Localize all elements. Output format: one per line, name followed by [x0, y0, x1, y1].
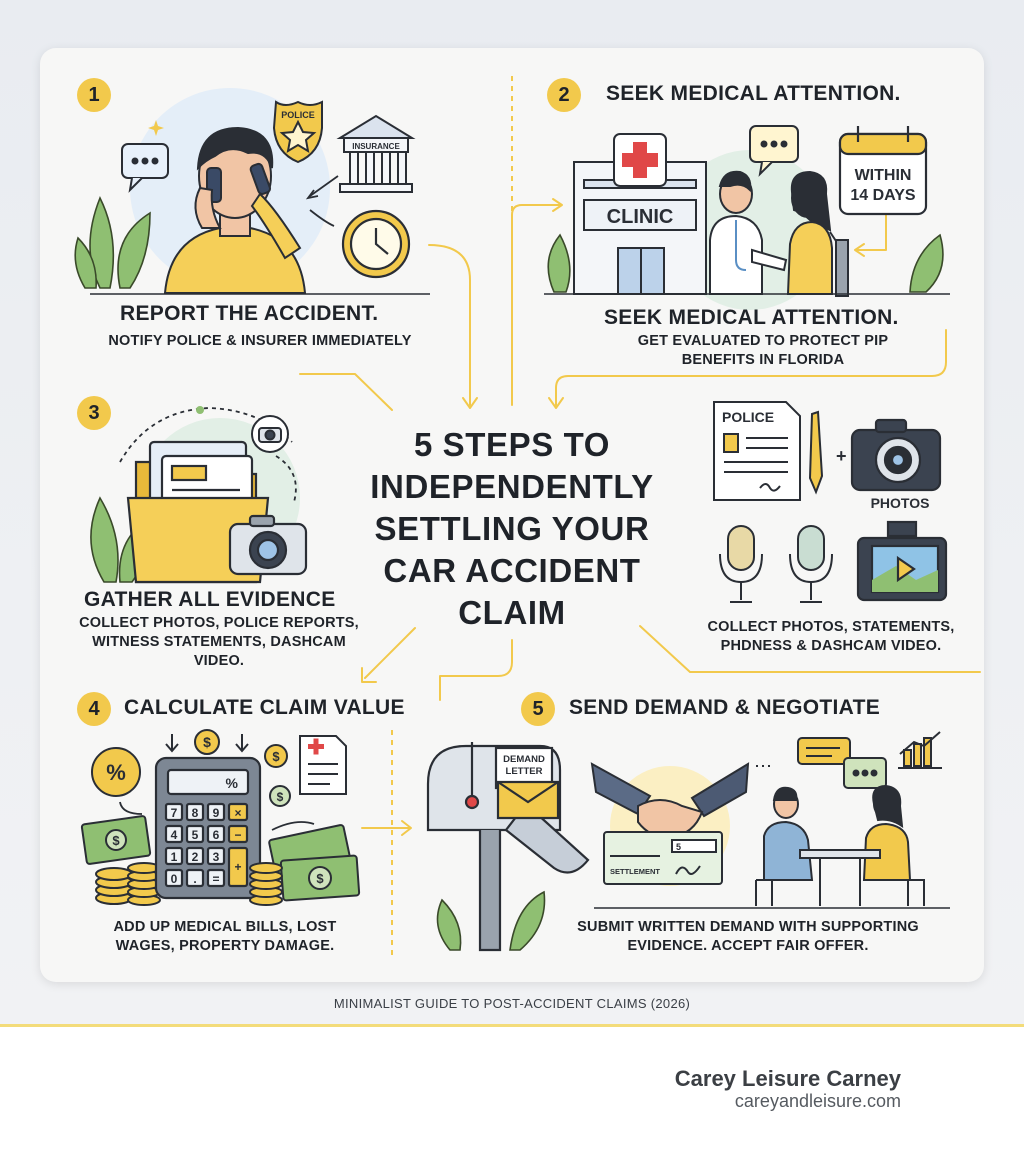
step-1-heading: REPORT THE ACCIDENT. [120, 302, 379, 325]
svg-text:$: $ [277, 790, 284, 804]
svg-text:INSURANCE: INSURANCE [352, 142, 400, 151]
step-5-illustration: DEMAND LETTER 5 SETTLEMENT [426, 731, 950, 952]
brand-name: Carey Leisure Carney [674, 1066, 901, 1091]
camera-icon [251, 415, 289, 453]
step-5-number: 5 [521, 692, 555, 726]
cash-icon: $ [268, 824, 361, 902]
step-4-number: 4 [77, 692, 111, 726]
step-3-number: 3 [77, 396, 111, 430]
speech-bubble-icon [121, 143, 169, 193]
svg-text:6: 6 [213, 828, 220, 842]
svg-text:WITHIN: WITHIN [855, 167, 912, 184]
footer [0, 1027, 1024, 1154]
divider [0, 1024, 1024, 1027]
svg-text:2: 2 [192, 850, 199, 864]
step-2-title: SEEK MEDICAL ATTENTION. [606, 82, 901, 105]
police-report-icon: POLICE [713, 401, 824, 501]
page-title: 5 STEPS TO INDEPENDENTLY SETTLING YOUR C… [370, 426, 654, 631]
step-3-description: COLLECT PHOTOS, POLICE REPORTS, WITNESS … [79, 615, 359, 669]
plant-icon [436, 890, 546, 951]
svg-text:8: 8 [192, 806, 199, 820]
svg-text:.: . [193, 872, 196, 886]
svg-text:POLICE: POLICE [722, 409, 774, 425]
step-1-description: NOTIFY POLICE & INSURER IMMEDIATELY [108, 333, 412, 349]
step-4-heading: CALCULATE CLAIM VALUE [124, 696, 405, 719]
step-2-description: GET EVALUATED TO PROTECT PIP BENEFITS IN… [637, 333, 889, 368]
connector-lines [299, 76, 981, 960]
svg-text:×: × [234, 806, 241, 820]
step-1-number: 1 [77, 78, 111, 112]
dollar-coin-icon: $ $ $ [194, 729, 291, 807]
svg-text:+: + [234, 860, 241, 874]
calendar-icon: WITHIN 14 DAYS [838, 126, 928, 216]
step-4-illustration: % $ $ $ $ % 7 8 9 × 4 5 6 − [80, 729, 361, 906]
svg-text:$: $ [203, 734, 211, 750]
svg-text:LETTER: LETTER [506, 766, 543, 777]
step-2-illustration: CLINIC WITHIN 14 DAYS [544, 125, 950, 310]
clinic-building-icon: CLINIC [573, 133, 707, 295]
plant-icon [74, 196, 151, 289]
svg-text:3: 3 [213, 850, 220, 864]
plus-sign: + [836, 446, 847, 466]
speech-bubble-icon [749, 125, 799, 177]
mailbox-icon: DEMAND LETTER [426, 742, 590, 952]
step-2-number: 2 [547, 78, 581, 112]
calculator-icon: % 7 8 9 × 4 5 6 − 1 2 3 + 0 . = [154, 756, 262, 900]
svg-text:9: 9 [213, 806, 220, 820]
step-1-illustration: POLICE INSURANCE [74, 88, 430, 295]
svg-text:DEMAND: DEMAND [503, 754, 545, 765]
evidence-caption: COLLECT PHOTOS, STATEMENTS, PHDNESS & DA… [707, 619, 955, 654]
brand-url[interactable]: careyandleisure.com [734, 1091, 901, 1111]
svg-text:0: 0 [171, 872, 178, 886]
svg-text:−: − [234, 828, 241, 842]
svg-text:$: $ [316, 871, 324, 886]
percent-icon: % [91, 747, 141, 797]
svg-text:5: 5 [192, 828, 199, 842]
svg-text:CLINIC: CLINIC [607, 206, 674, 228]
insurance-building-icon: INSURANCE [336, 114, 416, 193]
handshake-icon [590, 762, 750, 840]
step-2-heading: SEEK MEDICAL ATTENTION. [604, 306, 899, 329]
check-icon: 5 SETTLEMENT [603, 831, 723, 885]
svg-text:1: 1 [171, 850, 178, 864]
camera-icon [228, 514, 308, 576]
step-3-illustration [90, 406, 308, 584]
coin-stack-icon [95, 862, 161, 906]
photos-label: PHOTOS [871, 495, 930, 511]
svg-text:5: 5 [676, 842, 681, 852]
negotiation-table-icon [755, 737, 925, 906]
svg-text:POLICE: POLICE [281, 110, 315, 120]
doctor-patient-illustration [709, 170, 849, 297]
plant-icon [547, 233, 944, 293]
svg-text:%: % [106, 760, 126, 785]
footnote: MINIMALIST GUIDE TO POST-ACCIDENT CLAIMS… [333, 996, 691, 1011]
svg-text:$: $ [272, 749, 280, 764]
chart-icon [898, 731, 942, 769]
clock-icon [341, 209, 411, 279]
svg-text:7: 7 [171, 806, 178, 820]
cash-icon: $ [80, 815, 152, 865]
police-badge-icon: POLICE [272, 100, 323, 164]
svg-text:SETTLEMENT: SETTLEMENT [610, 867, 660, 876]
step-4-description: ADD UP MEDICAL BILLS, LOST WAGES, PROPER… [113, 919, 337, 954]
svg-text:$: $ [112, 833, 120, 848]
svg-text:14 DAYS: 14 DAYS [850, 187, 916, 204]
coin-stack-icon [249, 862, 283, 906]
svg-text:=: = [212, 872, 219, 886]
svg-text:4: 4 [171, 828, 178, 842]
camera-icon [850, 418, 942, 492]
person-on-phone [163, 126, 307, 294]
microphone-icon [719, 525, 833, 603]
step-5-description: SUBMIT WRITTEN DEMAND WITH SUPPORTING EV… [577, 919, 919, 954]
dashcam-icon [856, 520, 948, 602]
evidence-illustration: POLICE + PHOTOS [713, 401, 948, 603]
medical-bill-icon [299, 735, 347, 795]
step-3-heading: GATHER ALL EVIDENCE [84, 588, 336, 611]
svg-text:%: % [226, 775, 239, 791]
step-5-heading: SEND DEMAND & NEGOTIATE [569, 696, 881, 719]
